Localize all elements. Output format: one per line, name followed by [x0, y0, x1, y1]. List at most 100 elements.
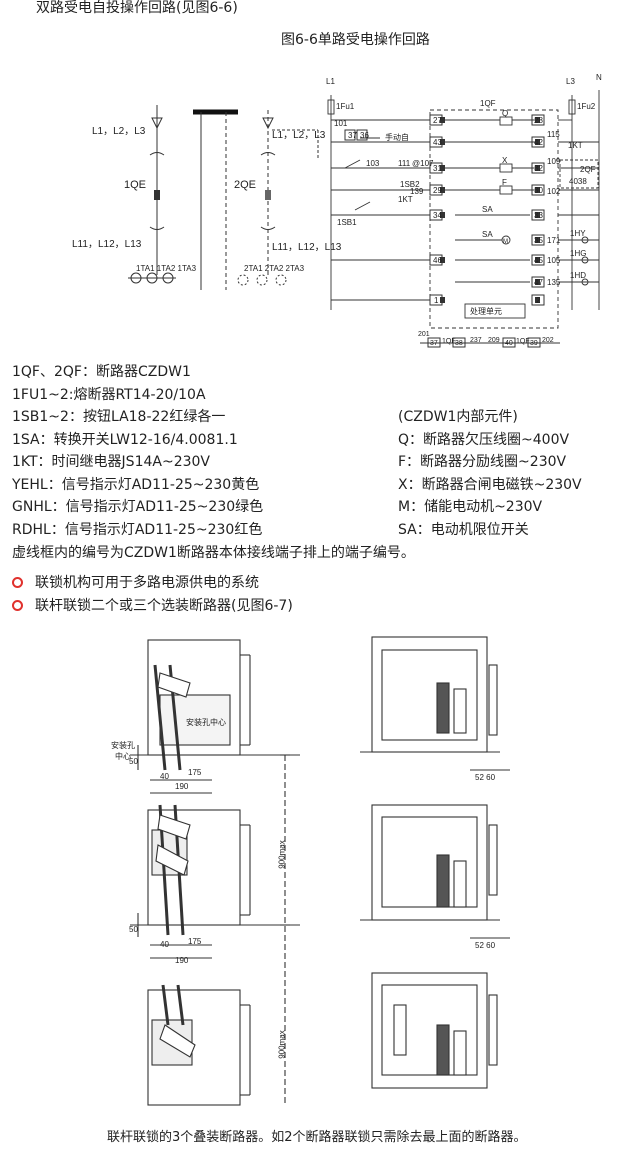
- terminal-45: 45: [534, 256, 543, 265]
- bullet-item: 联锁机构可用于多路电源供电的系统: [12, 573, 259, 593]
- terminal-2: 2: [536, 296, 541, 305]
- label-1hg: 1HG: [570, 249, 586, 258]
- label-b37: 37: [430, 340, 438, 347]
- legend-item: X：断路器合闸电磁铁~230V: [398, 476, 582, 493]
- label-1hd: 1HD: [570, 271, 586, 280]
- side-view-mid: [130, 804, 300, 959]
- terminal-29: 29: [433, 186, 442, 195]
- dim-50: 50: [129, 757, 138, 766]
- dim-175: 175: [188, 768, 202, 777]
- label-b202: 202: [542, 337, 554, 344]
- legend-item: 1FU1~2:熔断器RT14-20/10A: [12, 386, 206, 403]
- label-n103: 103: [366, 159, 380, 168]
- legend-item: 1SB1~2：按钮LA18-22红绿各一: [12, 409, 226, 425]
- terminal-28: 28: [534, 116, 543, 125]
- mount-center-label: 安装孔中心: [186, 718, 226, 727]
- label-n109: 109: [547, 157, 561, 166]
- front-view-bottom: [371, 972, 498, 1089]
- legend-item: YEHL：信号指示灯AD11-25~230黄色: [12, 476, 260, 493]
- label-l123b: L1，L2，L3: [272, 130, 326, 141]
- label-N: N: [596, 73, 602, 82]
- label-f: F: [502, 178, 507, 187]
- label-L1: L1: [326, 77, 335, 86]
- dim-5260b: 52 60: [475, 941, 496, 950]
- terminal-46: 46: [433, 256, 442, 265]
- side-view-top: [130, 639, 300, 794]
- dim-900max-b: 900max: [277, 1030, 287, 1059]
- figure-caption: 联杆联锁的3个叠装断路器。如2个断路器联锁只需除去最上面的断路器。: [107, 1130, 527, 1145]
- dim-40b: 40: [160, 940, 169, 949]
- label-m: M: [503, 239, 508, 245]
- terminal-47: 47: [534, 278, 543, 287]
- terminal-34: 34: [433, 211, 442, 220]
- legend-item: 1KT：时间继电器JS14A~230V: [12, 454, 210, 470]
- bullet-item: 联杆联锁二个或三个选装断路器(见图6-7): [12, 596, 293, 616]
- terminal-32: 32: [534, 164, 543, 173]
- label-kt: 1KT: [398, 195, 413, 204]
- label-l123: L1，L2，L3: [92, 126, 146, 137]
- label-t36: 36: [360, 131, 369, 140]
- label-b38: 38: [455, 340, 463, 347]
- label-b1qf: 1QF: [442, 338, 456, 345]
- label-t37: 37: [348, 131, 357, 140]
- dim-190b: 190: [175, 956, 189, 965]
- label-sa: SA: [482, 205, 493, 214]
- terminal-note: 虚线框内的编号为CZDW1断路器本体接线端子排上的端子编号。: [12, 545, 415, 561]
- label-ta2: 2TA1 2TA2 2TA3: [244, 264, 305, 273]
- label-x: X: [502, 156, 508, 165]
- terminal-31: 31: [433, 164, 442, 173]
- legend-item: F：断路器分励线圈~230V: [398, 454, 567, 470]
- front-view-mid: [360, 804, 500, 921]
- label-ta1: 1TA1 1TA2 1TA3: [136, 264, 197, 273]
- label-b40: 40: [505, 340, 513, 347]
- label-n107: @107: [412, 159, 434, 168]
- front-view-top: [360, 636, 500, 753]
- label-n102: 102: [547, 187, 561, 196]
- legend-item: RDHL：信号指示灯AD11-25~230红色: [12, 521, 263, 538]
- label-unit: 处理单元: [470, 306, 502, 316]
- terminal-42: 42: [534, 138, 543, 147]
- legend-item: (CZDW1内部元件): [398, 409, 518, 425]
- dim-5260: 52 60: [475, 773, 496, 782]
- label-fu2: 1Fu2: [577, 102, 596, 111]
- bullet-icon: [12, 599, 23, 611]
- label-1qe: 1QE: [124, 179, 146, 191]
- label-n101: 101: [334, 119, 348, 128]
- figure-title: 图6-6单路受电操作回路: [281, 32, 430, 48]
- legend-item: SA：电动机限位开关: [398, 521, 529, 538]
- label-q: Q: [502, 109, 508, 118]
- label-l111213b: L11，L12，L13: [272, 242, 342, 253]
- label-4038: 4038: [569, 177, 587, 186]
- label-n111: 111: [398, 159, 411, 168]
- side-view-bottom: [147, 984, 251, 1106]
- label-hand: 手动自: [385, 132, 409, 142]
- dim-900max: 900max: [277, 840, 287, 869]
- label-2qe: 2QE: [234, 179, 256, 191]
- legend-item: M：储能电动机~230V: [398, 499, 543, 515]
- terminal-35: 35: [534, 236, 543, 245]
- legend-item: 1QF、2QF：断路器CZDW1: [12, 364, 191, 380]
- label-sb1: 1SB1: [337, 218, 357, 227]
- bullet-icon: [12, 576, 23, 588]
- page-header: 双路受电自投操作回路(见图6-6): [36, 0, 238, 16]
- dim-label: 安装孔中心: [111, 741, 135, 761]
- stacked-breaker-drawing: [130, 636, 510, 1106]
- label-fu1: 1Fu1: [336, 102, 355, 111]
- label-b201: 201: [418, 331, 430, 338]
- terminal-43: 43: [433, 138, 442, 147]
- label-n171: 171: [547, 236, 561, 245]
- terminal-27: 27: [433, 116, 442, 125]
- legend-left: 1QF、2QF：断路器CZDW1 1FU1~2:熔断器RT14-20/10A 1…: [12, 362, 263, 542]
- label-l111213: L11，L12，L13: [72, 239, 142, 250]
- label-n135: 135: [547, 278, 561, 287]
- terminal-30: 30: [534, 186, 543, 195]
- legend-item: GNHL：信号指示灯AD11-25~230绿色: [12, 499, 264, 515]
- label-b39: 39: [530, 340, 538, 347]
- label-kt2: 1KT: [568, 141, 583, 150]
- dim-40: 40: [160, 772, 169, 781]
- terminal-33: 33: [534, 211, 543, 220]
- bullet-text: 联锁机构可用于多路电源供电的系统: [35, 575, 259, 591]
- label-sb2: 1SB2: [400, 180, 420, 189]
- label-L3: L3: [566, 77, 575, 86]
- dim-175b: 175: [188, 937, 202, 946]
